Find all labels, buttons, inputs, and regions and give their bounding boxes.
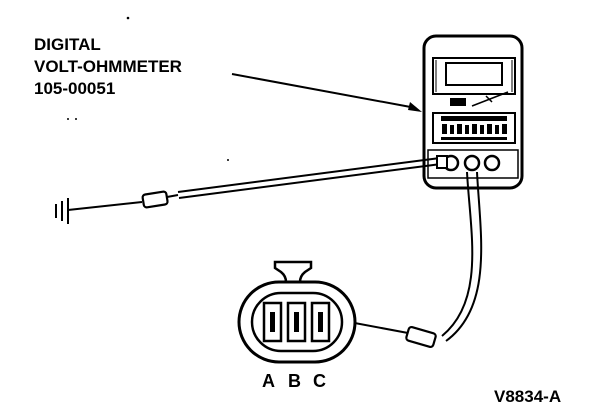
meter-jack-amp — [483, 154, 501, 172]
meter-jack-volt-ohm — [463, 154, 481, 172]
pin-label-a: A — [262, 371, 275, 391]
multimeter-icon — [422, 34, 524, 190]
meter-callout-line-1: DIGITAL — [34, 35, 101, 54]
meter-callout-part-number: 105-00051 — [34, 79, 116, 98]
pin-label-c: C — [313, 371, 326, 391]
ground-test-lead — [55, 155, 448, 224]
print-specks — [67, 16, 229, 161]
positive-test-lead — [327, 171, 483, 348]
meter-display-screen — [445, 62, 503, 86]
meter-range-switch — [450, 98, 466, 106]
ground-lead-probe-body — [141, 190, 169, 209]
meter-callout-line-2: VOLT-OHMMETER — [34, 57, 182, 76]
pin-label-b: B — [288, 371, 301, 391]
connector-lock-tab — [273, 260, 313, 294]
positive-lead-probe-body — [405, 326, 437, 348]
callout-leader — [231, 73, 422, 112]
figure-code: V8834-A — [494, 387, 562, 406]
ground-symbol-icon — [55, 198, 143, 224]
three-pin-connector — [237, 260, 357, 364]
